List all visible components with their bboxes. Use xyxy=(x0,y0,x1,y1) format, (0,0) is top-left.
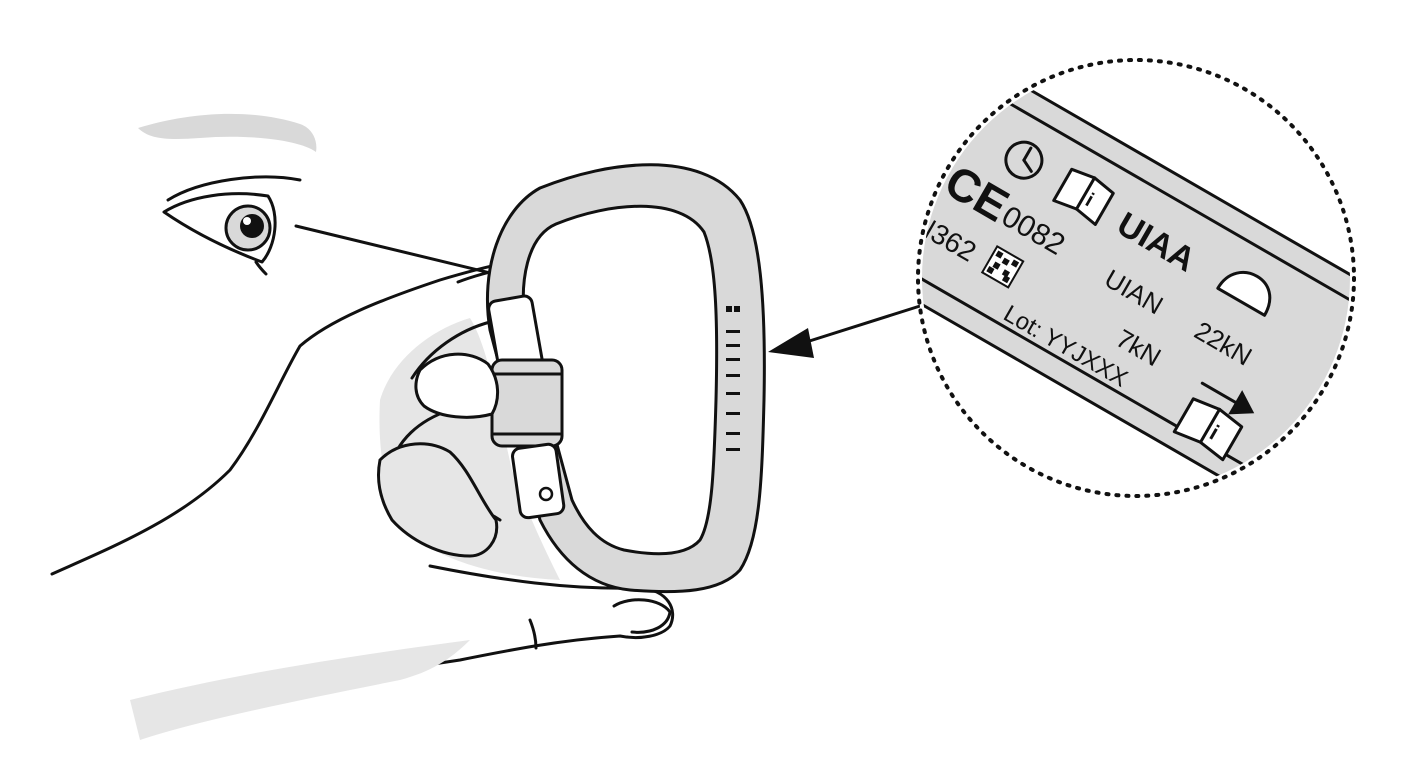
gate-rivet xyxy=(538,486,554,502)
fingers-overlap xyxy=(377,442,499,558)
upper-eyelid xyxy=(166,175,302,202)
finger-mid xyxy=(410,320,492,380)
lower-lash xyxy=(254,260,268,276)
carabiner-icon xyxy=(377,163,766,594)
marking-band: i UIAA CE 0082 UIAN 22kN EN362 xyxy=(922,64,1350,492)
thumb-nail xyxy=(612,598,672,634)
wrist-shade xyxy=(130,640,470,740)
eye-highlight xyxy=(243,217,251,225)
clock-icon xyxy=(1004,140,1044,180)
magnified-detail: i UIAA CE 0082 UIAN 22kN EN362 xyxy=(916,58,1356,498)
eye-icon xyxy=(138,113,317,276)
gate-lower xyxy=(511,442,566,520)
finger-ring xyxy=(414,352,499,419)
eyebrow xyxy=(138,113,317,152)
thumb-crease xyxy=(528,618,538,650)
helmet-icon xyxy=(1216,270,1272,317)
spine-marking xyxy=(722,300,744,460)
detail-arrowhead xyxy=(768,328,814,358)
manual-book-icon: i xyxy=(1052,167,1115,226)
datamatrix-code-icon xyxy=(980,245,1025,289)
direction-arrow-icon xyxy=(1200,381,1255,415)
manual-book-icon: i xyxy=(1172,397,1244,462)
detail-pointer-arrow xyxy=(768,304,922,358)
pupil xyxy=(240,214,264,238)
